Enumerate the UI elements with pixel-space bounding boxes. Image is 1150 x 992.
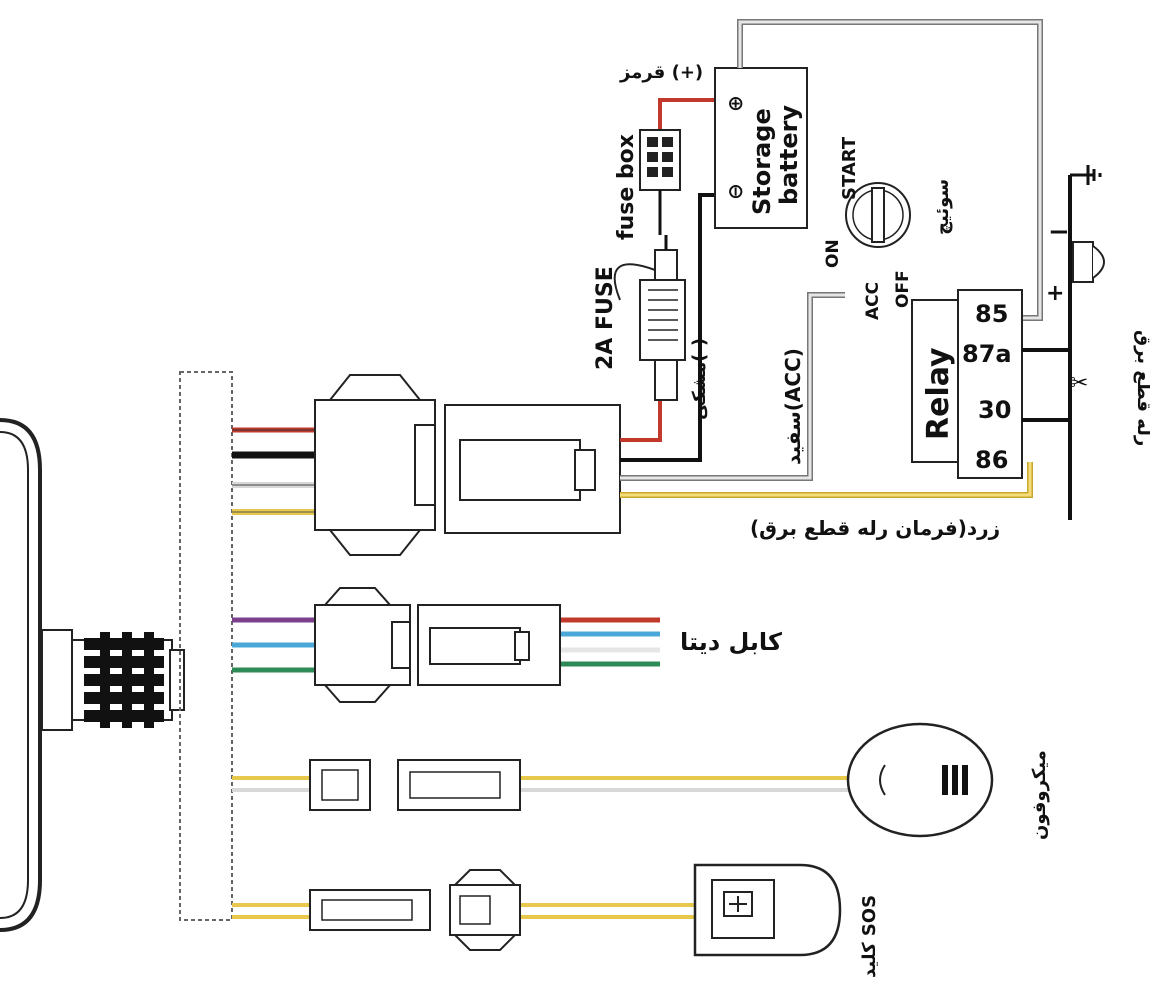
power-connector-female <box>314 374 436 556</box>
sos-button-icon <box>693 863 842 957</box>
storage-battery <box>714 67 808 229</box>
power-harness-wires <box>232 427 315 515</box>
on-label: ON <box>823 239 843 268</box>
relay-label: Relay <box>921 347 956 440</box>
microphone-label: میکروفون <box>1029 750 1050 840</box>
yellow-wire-label: زرد(فرمان رله قطع برق) <box>750 516 1000 540</box>
strain-relief-icon <box>84 632 164 728</box>
ground-plus-label: + <box>1046 281 1064 306</box>
relay-pin-30: 30 <box>978 396 1011 424</box>
relay-block <box>911 289 1023 479</box>
start-label: START <box>839 136 860 200</box>
power-connector-male <box>444 404 621 534</box>
battery-label-line2: battery <box>775 105 803 205</box>
relay-pin-85: 85 <box>975 300 1008 328</box>
fuse-box-icon <box>639 129 681 235</box>
mic-connector-male <box>397 759 521 811</box>
scissors-icon: ✂ <box>1070 371 1088 396</box>
switch-label: سوئیچ <box>932 179 953 235</box>
microphone-icon <box>846 722 994 838</box>
acc-label: ACC <box>863 282 883 320</box>
ignition-switch <box>845 182 911 248</box>
gps-device <box>0 418 185 932</box>
harness-bundle <box>179 371 233 921</box>
off-label: OFF <box>893 270 913 308</box>
data-connector-male <box>417 604 561 686</box>
battery-label-line1: Storage <box>748 108 776 215</box>
fuse-box-label: fuse box <box>614 134 639 240</box>
relay-pin-86: 86 <box>975 446 1008 474</box>
inline-fuse-2a <box>613 235 686 401</box>
load-lamp-icon <box>1072 241 1105 283</box>
battery-minus-icon: ⊖ <box>723 183 747 200</box>
microphone-wires <box>232 776 855 792</box>
battery-plus-icon: ⊕ <box>723 95 747 112</box>
ground-minus-label: − <box>1048 217 1070 247</box>
sos-wires <box>232 903 695 919</box>
red-wire-label: قرمز (+) <box>619 62 703 83</box>
data-cable-label: کابل دیتا <box>680 628 782 656</box>
white-acc-label: سفید(ACC) <box>781 348 805 465</box>
relay-cut-label: رله قطع برق <box>1133 330 1150 446</box>
data-cable-wires <box>232 617 660 673</box>
sos-connector-female <box>449 869 521 951</box>
sos-key-label: کلید SOS <box>859 895 880 978</box>
ground-icon <box>1070 165 1102 185</box>
black-wire-label: مشکی(-) <box>689 338 710 420</box>
sos-connector-male <box>309 889 431 931</box>
data-connector-female <box>314 587 411 703</box>
relay-pin-87a: 87a <box>962 340 1012 368</box>
relay-cut-circuit: ✂ <box>1022 175 1088 520</box>
mic-connector-female <box>309 759 371 811</box>
fuse-2a-label: 2A FUSE <box>593 266 618 370</box>
